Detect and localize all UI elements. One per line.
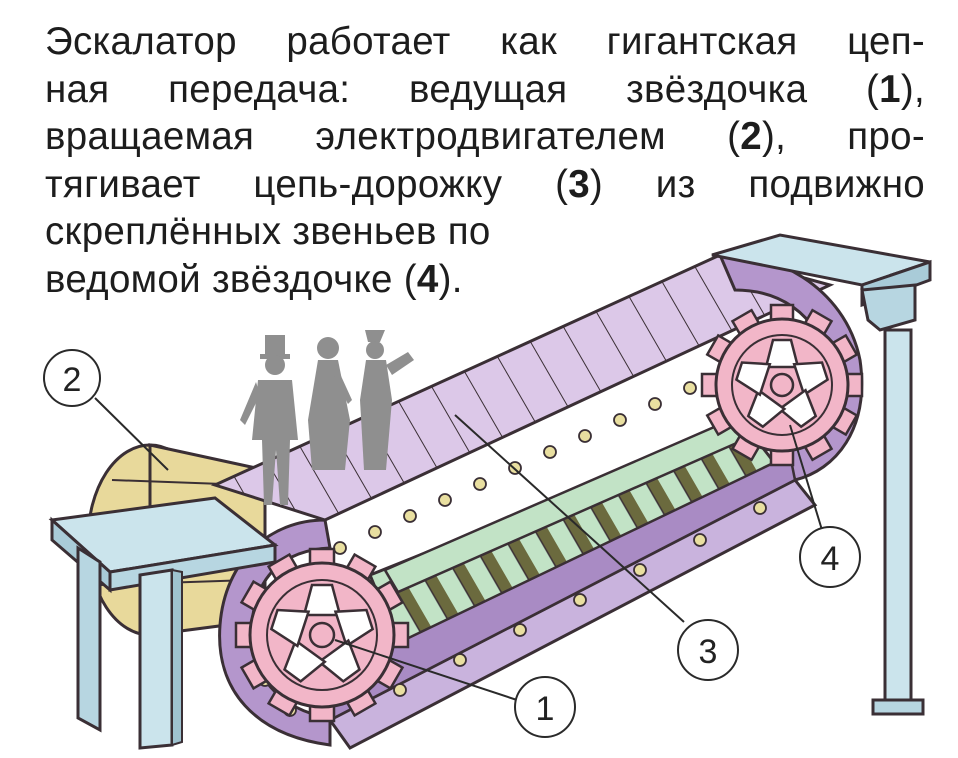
caption-text: Эскалатор работает как гигантская цеп- н… bbox=[45, 18, 925, 303]
svg-text:1: 1 bbox=[536, 690, 555, 728]
callout-2: 2 bbox=[43, 349, 101, 407]
caption-line-6: ведомой звёздочке (4). bbox=[45, 257, 463, 301]
svg-text:4: 4 bbox=[821, 540, 840, 578]
svg-text:3: 3 bbox=[699, 633, 718, 671]
caption-line-5: скреплённых звеньев по bbox=[45, 210, 491, 253]
passenger-figures bbox=[240, 330, 414, 505]
caption-line-1: Эскалатор работает как гигантская цеп- bbox=[45, 20, 925, 63]
caption-line-2: ная передача: ведущая звёздочка (1), bbox=[45, 67, 925, 111]
svg-text:2: 2 bbox=[63, 361, 82, 399]
caption-line-3: вращаемая электродвигателем (2), про- bbox=[45, 115, 925, 158]
callout-4: 4 bbox=[799, 526, 861, 588]
drive-sprocket bbox=[234, 547, 410, 723]
driven-sprocket bbox=[700, 303, 864, 467]
lower-landing bbox=[48, 496, 279, 750]
caption-line-4: тягивает цепь-дорожку (3) из подвижно bbox=[45, 162, 925, 206]
callout-1: 1 bbox=[514, 676, 576, 738]
upper-landing bbox=[711, 233, 932, 716]
callout-3: 3 bbox=[677, 619, 739, 681]
